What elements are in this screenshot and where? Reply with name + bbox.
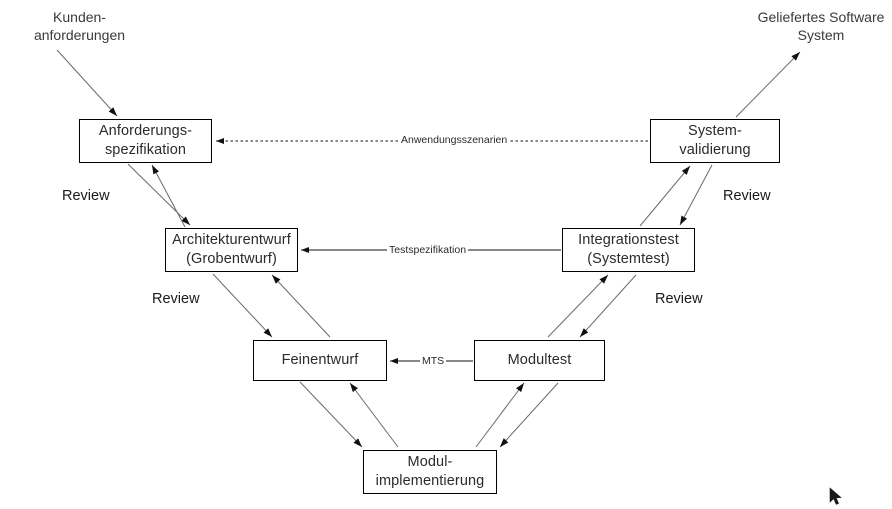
edge-modultest-to-modulimpl: [499, 382, 559, 448]
edge-feinentwurf-to-architektur: [271, 274, 331, 338]
node-systemvalidierung[interactable]: System- validierung: [650, 119, 780, 163]
node-modulimplementierung[interactable]: Modul- implementierung: [363, 450, 497, 494]
node-feinentwurf[interactable]: Feinentwurf: [253, 340, 387, 381]
edge-modultest-to-integrationstest: [547, 274, 609, 338]
review-label-right-top: Review: [723, 188, 771, 204]
edge-label-mts: MTS: [420, 355, 447, 368]
node-integrationstest[interactable]: Integrationstest (Systemtest): [562, 228, 695, 272]
node-modultest[interactable]: Modultest: [474, 340, 605, 381]
edge-systemvalidierung-to-output: [735, 51, 801, 118]
edge-architektur-to-anforderung: [151, 164, 186, 228]
edge-integrationstest-to-systemvalidierung: [639, 165, 691, 227]
review-label-left-bottom: Review: [152, 291, 200, 307]
node-anforderungsspezifikation[interactable]: Anforderungs- spezifikation: [79, 119, 212, 163]
mouse-cursor-icon: [829, 487, 842, 505]
review-label-right-bottom: Review: [655, 291, 703, 307]
edge-systemvalidierung-to-integrationstest: [679, 164, 713, 226]
edge-architektur-to-feinentwurf: [212, 273, 273, 338]
edge-input-to-anforderungsspezifikation: [56, 49, 118, 117]
edge-label-testspezifikation: Testspezifikation: [387, 244, 469, 257]
flow-label-geliefertes-software-system: Geliefertes Software System: [757, 9, 885, 43]
edge-integrationstest-to-modultest: [579, 274, 637, 338]
review-label-left-top: Review: [62, 188, 110, 204]
node-architekturentwurf[interactable]: Architekturentwurf (Grobentwurf): [165, 228, 298, 272]
flow-label-kundenanforderungen: Kunden- anforderungen: [33, 9, 126, 43]
edge-label-anwendungsszenarien: Anwendungsszenarien: [399, 134, 510, 147]
edge-modulimpl-to-modultest: [475, 382, 525, 448]
edge-modulimpl-to-feinentwurf: [349, 382, 399, 448]
edge-anforderung-to-architektur: [127, 163, 191, 226]
edge-feinentwurf-to-modulimpl: [299, 381, 363, 448]
